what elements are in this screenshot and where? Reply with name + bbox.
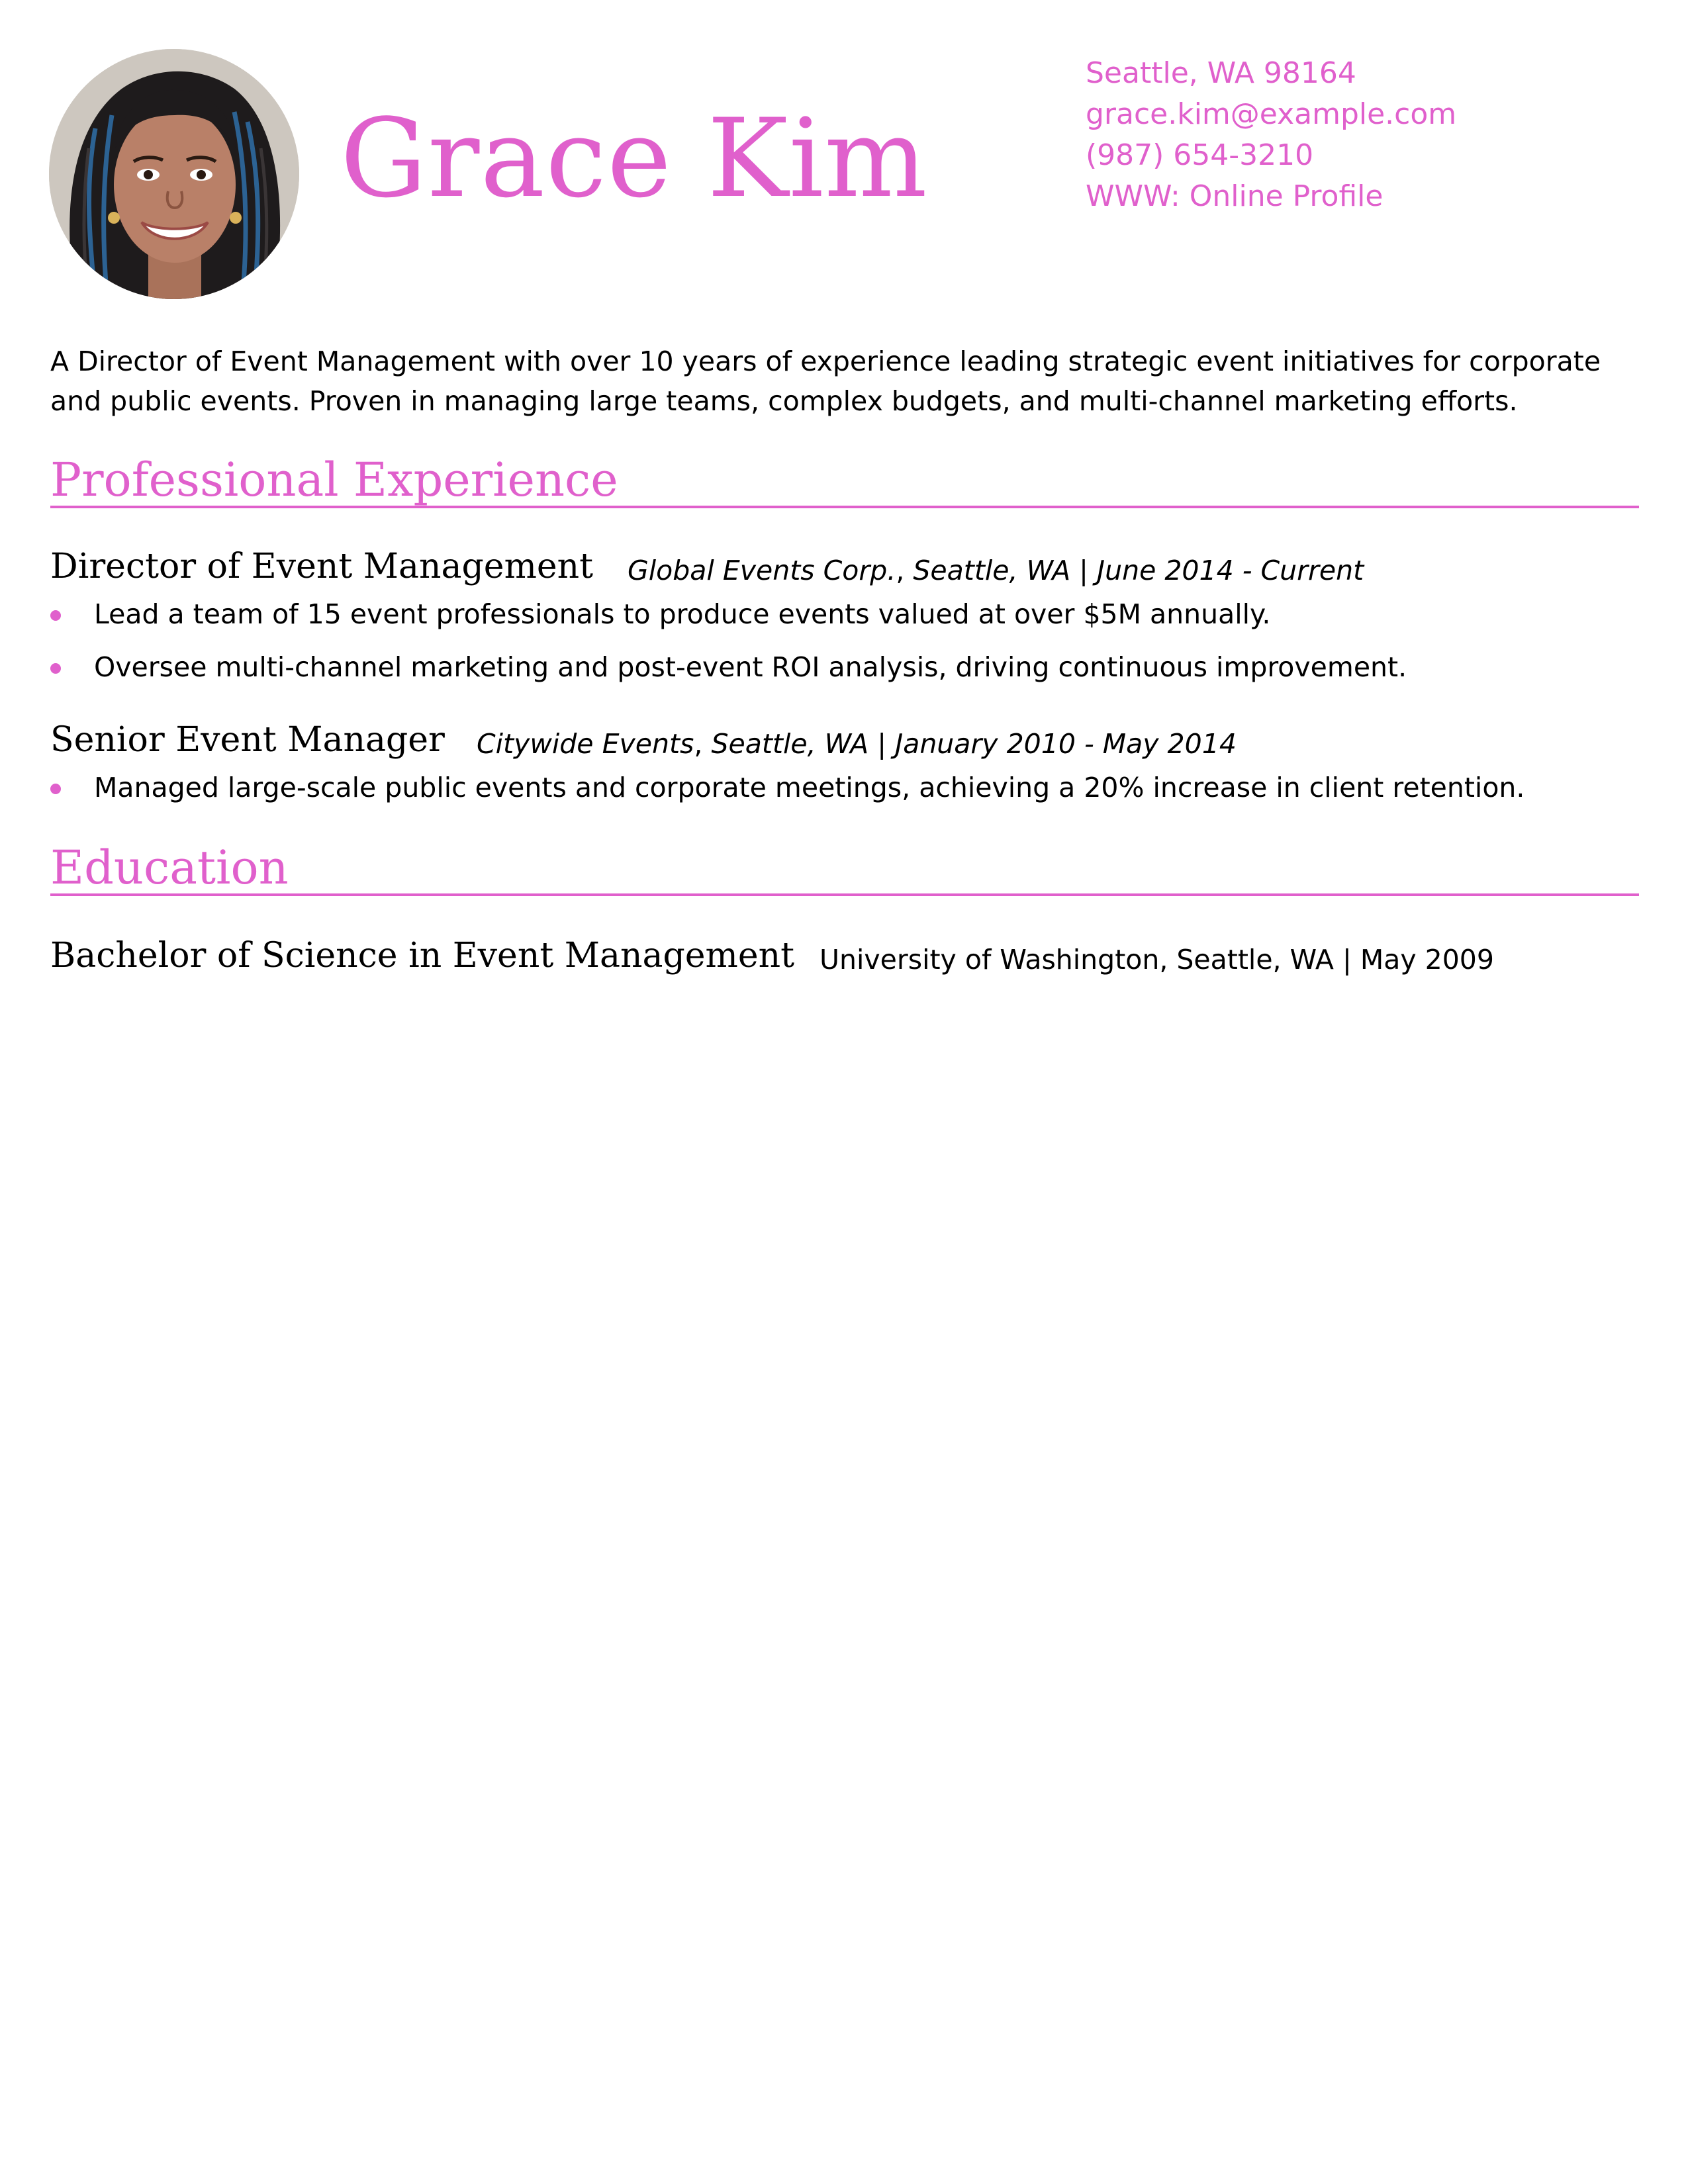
education-details: University of Washington, Seattle, WA | … — [820, 944, 1494, 976]
candidate-name: Grace Kim — [340, 95, 928, 222]
job-location-dates: Seattle, WA | January 2010 - May 2014 — [711, 728, 1237, 760]
bullet-text: Managed large-scale public events and co… — [94, 772, 1525, 803]
job-separator: , — [694, 728, 712, 760]
job-meta: Global Events Corp., Seattle, WA | June … — [628, 557, 1364, 584]
contact-block: Seattle, WA 98164 grace.kim@example.com … — [1086, 53, 1456, 217]
bullet-icon — [50, 784, 61, 794]
section-divider — [50, 893, 1639, 896]
bullet-text: Oversee multi-channel marketing and post… — [94, 651, 1407, 683]
section-heading-experience: Professional Experience — [50, 453, 618, 507]
professional-summary: A Director of Event Management with over… — [50, 345, 1601, 417]
contact-phone[interactable]: (987) 654-3210 — [1086, 138, 1314, 172]
job-meta: Citywide Events, Seattle, WA | January 2… — [477, 731, 1237, 758]
contact-address: Seattle, WA 98164 — [1086, 56, 1356, 90]
section-heading-education: Education — [50, 841, 289, 895]
bullet-icon — [50, 610, 61, 621]
avatar — [49, 49, 299, 299]
job-company: Citywide Events — [477, 728, 694, 760]
job-separator: , — [896, 555, 914, 586]
job-title: Director of Event Management — [50, 547, 594, 586]
degree-title: Bachelor of Science in Event Management — [50, 936, 795, 976]
profile-photo-icon — [49, 49, 299, 299]
bullet-text: Lead a team of 15 event professionals to… — [94, 598, 1271, 630]
contact-email[interactable]: grace.kim@example.com — [1086, 97, 1457, 131]
job-location-dates: Seattle, WA | June 2014 - Current — [913, 555, 1364, 586]
contact-website-link[interactable]: WWW: Online Profile — [1086, 179, 1383, 213]
job-company: Global Events Corp. — [628, 555, 896, 586]
job-title: Senior Event Manager — [50, 720, 445, 760]
section-divider — [50, 506, 1639, 508]
bullet-icon — [50, 663, 61, 674]
